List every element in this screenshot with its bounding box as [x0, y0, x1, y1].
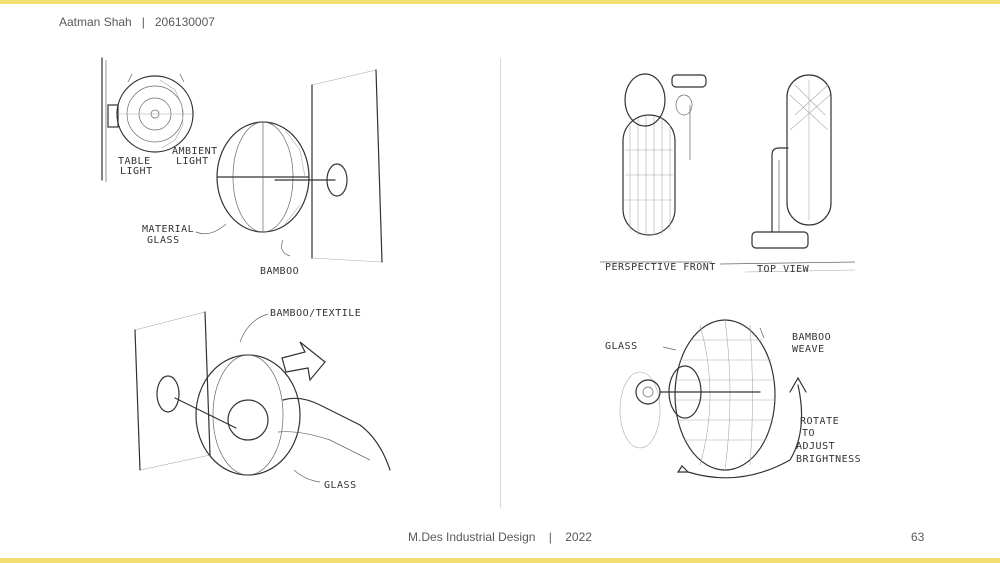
vertical-divider	[500, 58, 501, 508]
label-top-view: TOP VIEW	[757, 264, 810, 275]
label-material: MATERIAL	[142, 224, 194, 235]
program-name: M.Des Industrial Design	[408, 530, 536, 544]
label-bamboo-4: BAMBOO	[792, 332, 831, 343]
label-adjust: ADJUST	[796, 441, 835, 452]
label-glass-4: GLASS	[605, 341, 638, 352]
label-brightness: BRIGHTNESS	[796, 454, 861, 465]
page-number: 63	[911, 530, 925, 544]
label-glass-3: GLASS	[324, 480, 357, 491]
sketch-bamboo-weave	[619, 319, 807, 479]
label-bamboo: BAMBOO	[260, 266, 299, 277]
slide-footer: M.Des Industrial Design | 2022	[0, 530, 1000, 544]
label-light-2: LIGHT	[176, 156, 209, 167]
year: 2022	[565, 530, 592, 544]
label-perspective-front: PERSPECTIVE FRONT	[605, 262, 716, 273]
label-rotate: ROTATE	[800, 416, 839, 427]
label-light-1: LIGHT	[120, 166, 153, 177]
header-separator: |	[141, 15, 145, 29]
label-bamboo-textile: BAMBOO/TEXTILE	[270, 308, 361, 319]
author-name: Aatman Shah	[59, 15, 132, 29]
sketch-hand-rotating	[134, 311, 391, 483]
footer-separator: |	[548, 530, 552, 544]
bottom-accent-bar	[0, 558, 1000, 563]
label-glass-1: GLASS	[147, 235, 180, 246]
label-weave: WEAVE	[792, 344, 825, 355]
label-table: TABLE	[118, 156, 151, 167]
sketch-perspective-top	[600, 73, 856, 273]
sketch-wall-lamp-side	[101, 57, 383, 263]
top-accent-bar	[0, 0, 1000, 4]
label-ambient: AMBIENT	[172, 146, 218, 157]
student-id: 206130007	[154, 15, 215, 29]
slide-header: Aatman Shah | 206130007	[59, 15, 215, 29]
label-to: TO	[802, 428, 815, 439]
